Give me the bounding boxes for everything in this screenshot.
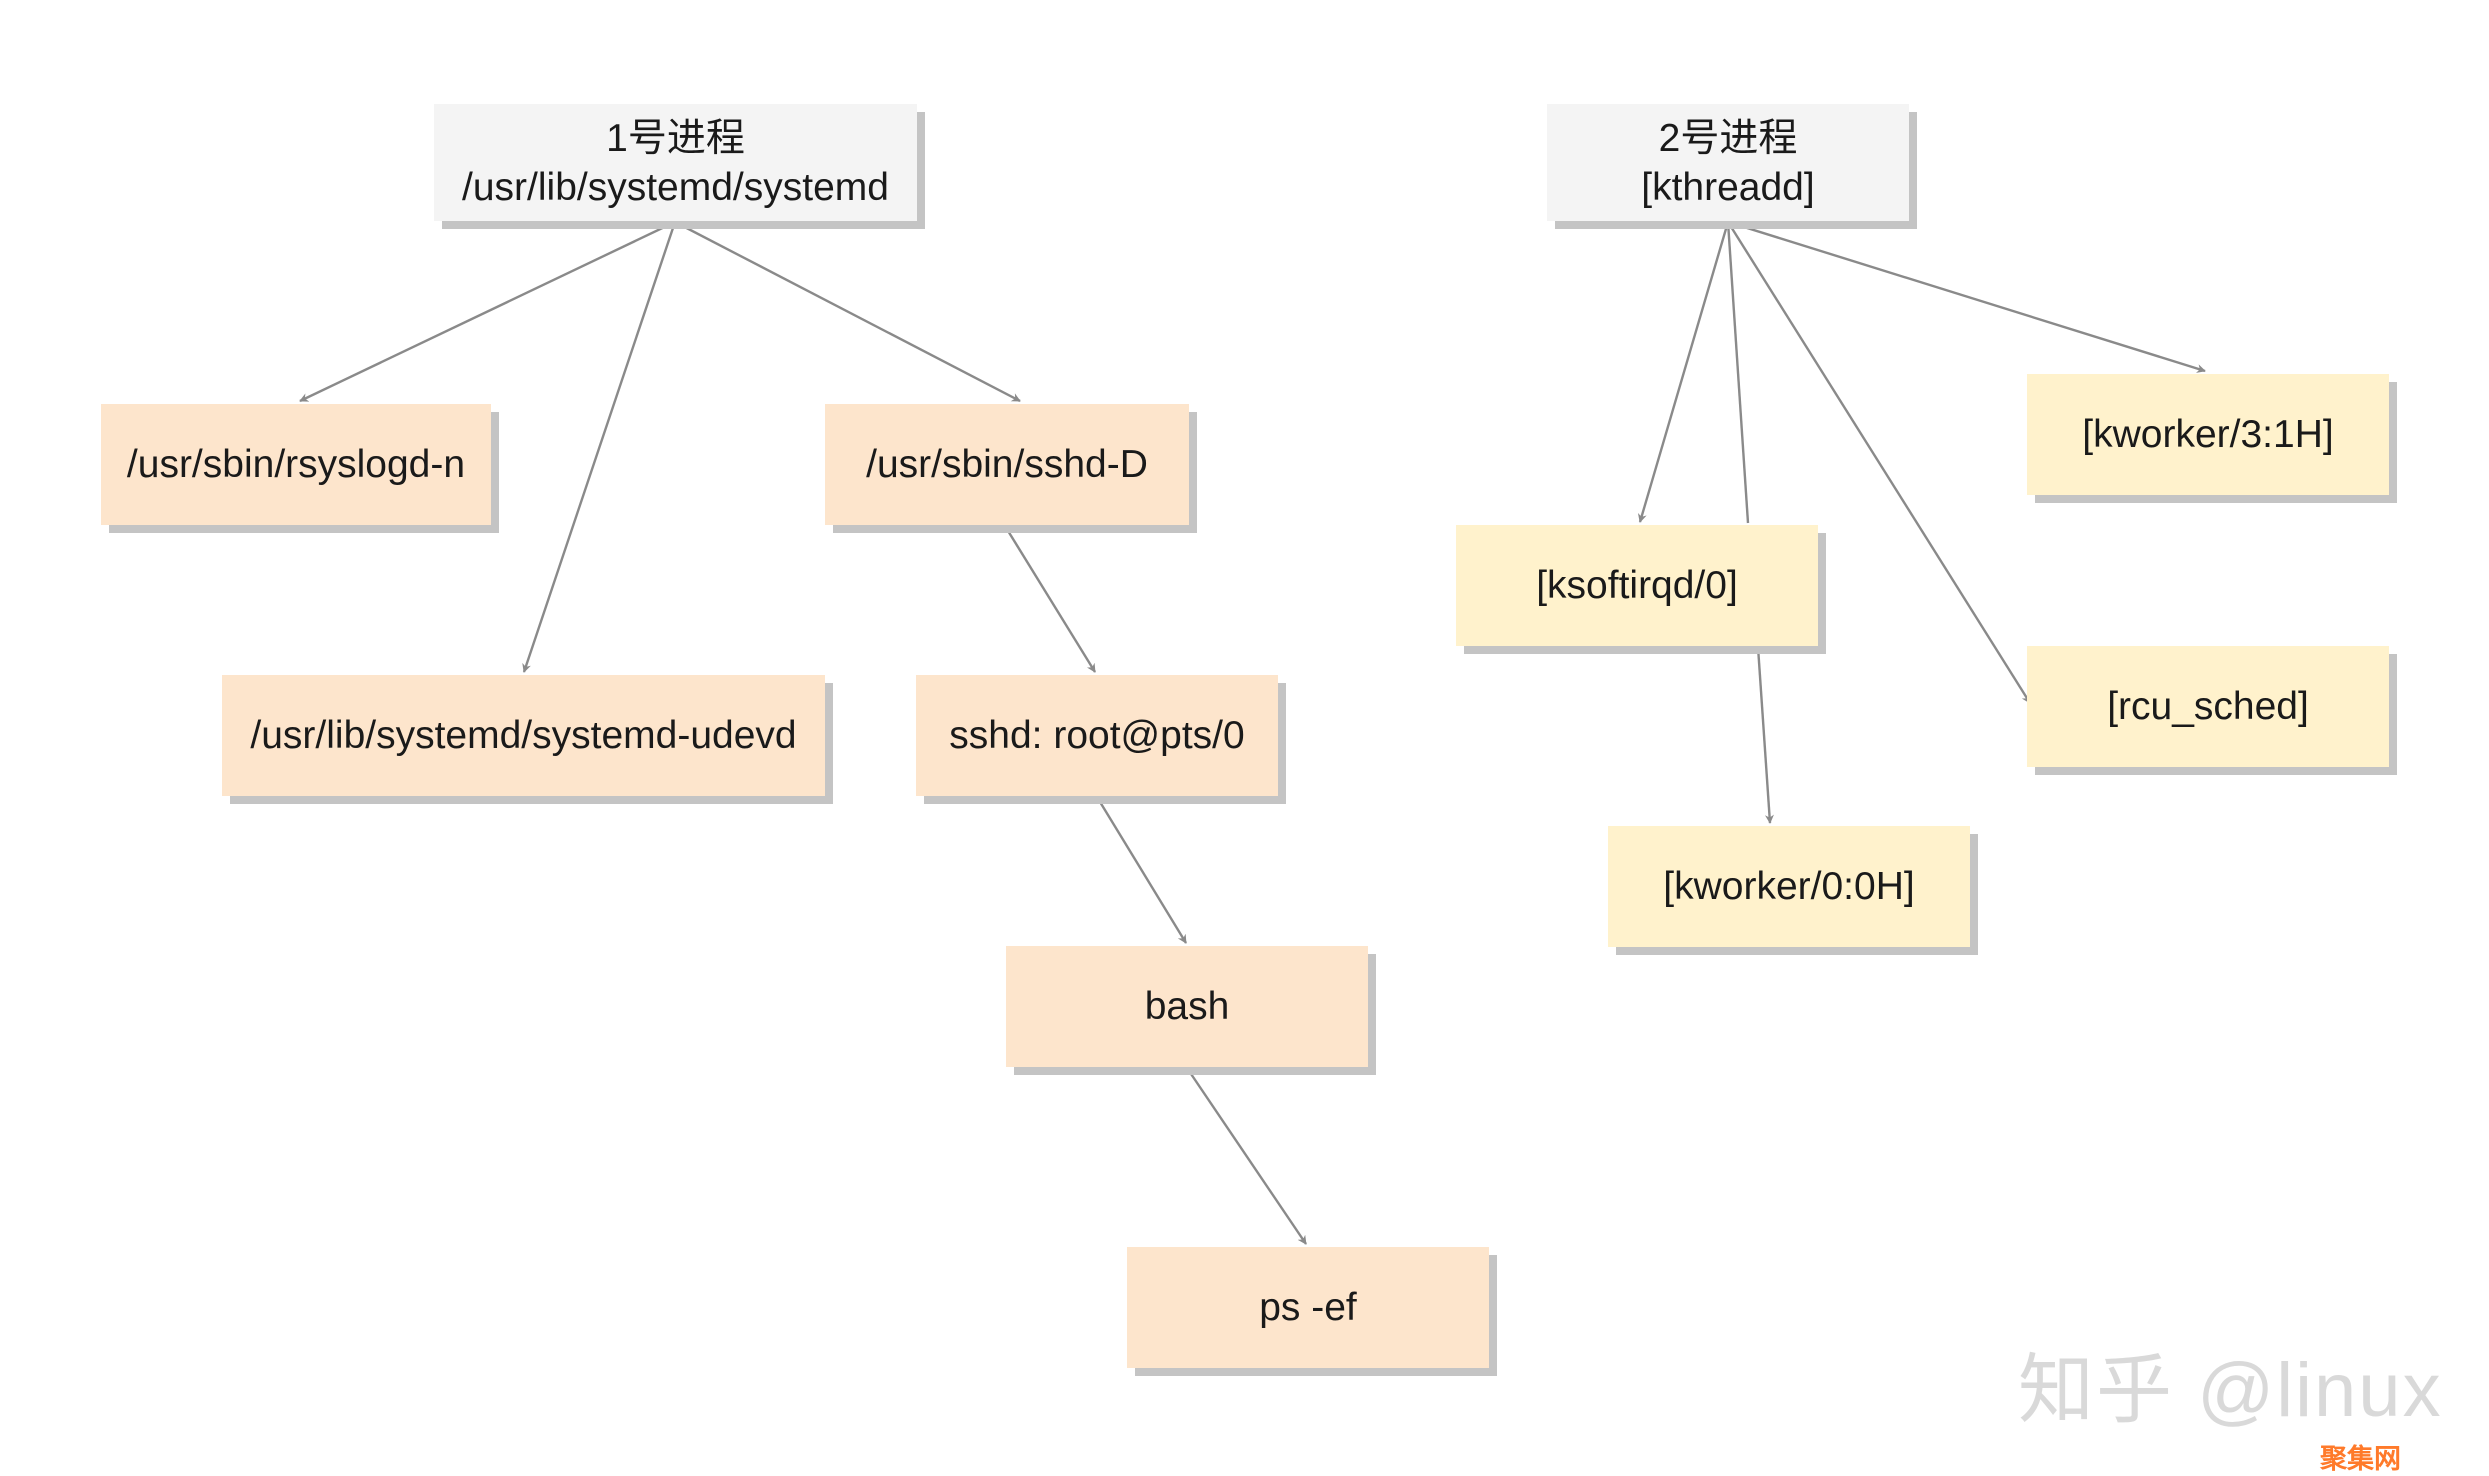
zhihu-watermark: 知乎 @linux (2018, 1348, 2443, 1433)
node-process-2-title: 2号进程 (1658, 116, 1798, 160)
node-bash: bash (1006, 946, 1368, 1067)
edge-n4-to-n6 (1003, 525, 1097, 673)
node-kworker-3-1h-label: [kworker/3:1H] (2082, 413, 2334, 456)
edge-n1-to-n5 (522, 221, 677, 673)
node-sshd-label: /usr/sbin/sshd-D (866, 443, 1148, 486)
node-process-2-name: [kthreadd] (1641, 165, 1815, 209)
node-process-1-title: 1号进程 (606, 116, 745, 160)
node-process-1-path: /usr/lib/systemd/systemd (462, 165, 889, 209)
node-rsyslogd: /usr/sbin/rsyslogd-n (101, 404, 491, 525)
edge-n2-to-n12 (1726, 221, 1750, 524)
edge-n2-to-n10 (1727, 220, 2206, 373)
edge-n2-to-n9 (1637, 221, 1730, 523)
node-bash-label: bash (1144, 985, 1230, 1028)
node-kworker-3-1h: [kworker/3:1H] (2027, 374, 2389, 495)
node-rcu-sched: [rcu_sched] (2027, 646, 2389, 767)
node-systemd-udevd-label: /usr/lib/systemd/systemd-udevd (250, 714, 797, 757)
node-sshd-session: sshd: root@pts/0 (916, 675, 1278, 796)
node-process-1-systemd: 1号进程 /usr/lib/systemd/systemd (434, 104, 917, 221)
node-kworker-0-0h: [kworker/0:0H] (1608, 826, 1970, 947)
node-sshd-session-label: sshd: root@pts/0 (949, 714, 1245, 757)
node-ksoftirqd: [ksoftirqd/0] (1456, 525, 1818, 646)
site-logo: 聚集网 (2320, 1444, 2401, 1474)
edge-n9-to-n12 (1756, 646, 1774, 824)
node-ps-ef: ps -ef (1127, 1247, 1489, 1368)
node-kworker-0-0h-label: [kworker/0:0H] (1663, 865, 1915, 908)
node-systemd-udevd: /usr/lib/systemd/systemd-udevd (222, 675, 825, 796)
edge-n7-to-n8 (1186, 1067, 1307, 1245)
node-sshd: /usr/sbin/sshd-D (825, 404, 1189, 525)
node-process-2-kthreadd: 2号进程 [kthreadd] (1547, 104, 1909, 221)
node-ps-ef-label: ps -ef (1259, 1286, 1357, 1329)
node-rcu-sched-label: [rcu_sched] (2107, 685, 2309, 728)
node-rsyslogd-label: /usr/sbin/rsyslogd-n (126, 443, 466, 486)
edge-n1-to-n3 (299, 220, 676, 403)
edge-n1-to-n4 (674, 220, 1021, 403)
edge-n6-to-n7 (1095, 796, 1188, 944)
node-ksoftirqd-label: [ksoftirqd/0] (1536, 564, 1738, 607)
